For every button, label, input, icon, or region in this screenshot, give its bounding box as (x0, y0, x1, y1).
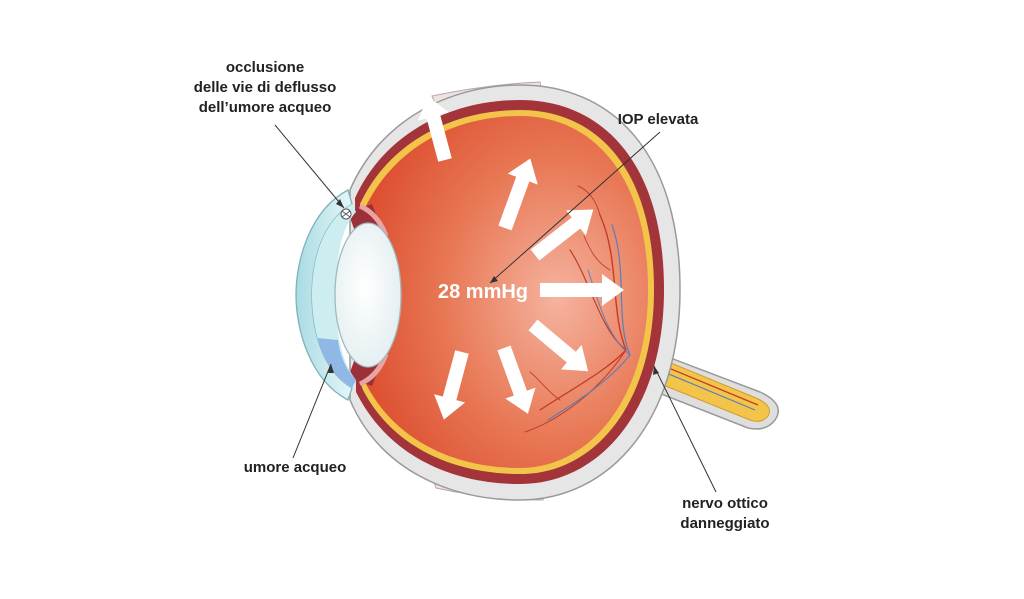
arrowhead-iop (490, 276, 498, 283)
arrowhead-occlusion (336, 199, 344, 208)
leader-aqueous (292, 363, 332, 459)
pressure-arrow-4 (540, 274, 624, 306)
pressure-arrow-2 (498, 158, 538, 231)
vitreous-body (364, 116, 648, 468)
pressure-arrow-3 (530, 209, 594, 261)
label-elevated-iop: IOP elevata (617, 111, 699, 128)
pressure-arrow-1 (417, 96, 452, 162)
pressure-arrow-7 (434, 350, 469, 420)
aqueous-humor (318, 338, 356, 388)
label-nerve-line-1: nervo ottico (682, 495, 768, 512)
lens (334, 222, 402, 368)
label-damaged-optic-nerve: nervo ottico danneggiato (655, 494, 795, 534)
leader-lines (274, 124, 717, 493)
label-pressure-value: 28 mmHg (437, 281, 529, 303)
pressure-arrows (417, 96, 624, 420)
label-occlusion-line-3: dell’umore acqueo (198, 99, 332, 116)
arrowhead-nerve (653, 366, 659, 375)
pressure-arrow-5 (528, 319, 589, 372)
pressure-arrow-6 (497, 345, 536, 414)
leader-nerve (653, 365, 717, 493)
label-occlusion-line-2: delle vie di deflusso (193, 79, 337, 96)
label-outflow-occlusion: occlusione delle vie di deflusso dell’um… (190, 58, 340, 118)
leader-iop (489, 131, 661, 284)
label-nerve-line-2: danneggiato (680, 515, 770, 532)
leader-occlusion (274, 124, 345, 209)
label-occlusion-line-1: occlusione (225, 59, 305, 76)
arrowhead-aqueous (328, 364, 334, 373)
label-aqueous-humor: umore acqueo (243, 459, 347, 476)
